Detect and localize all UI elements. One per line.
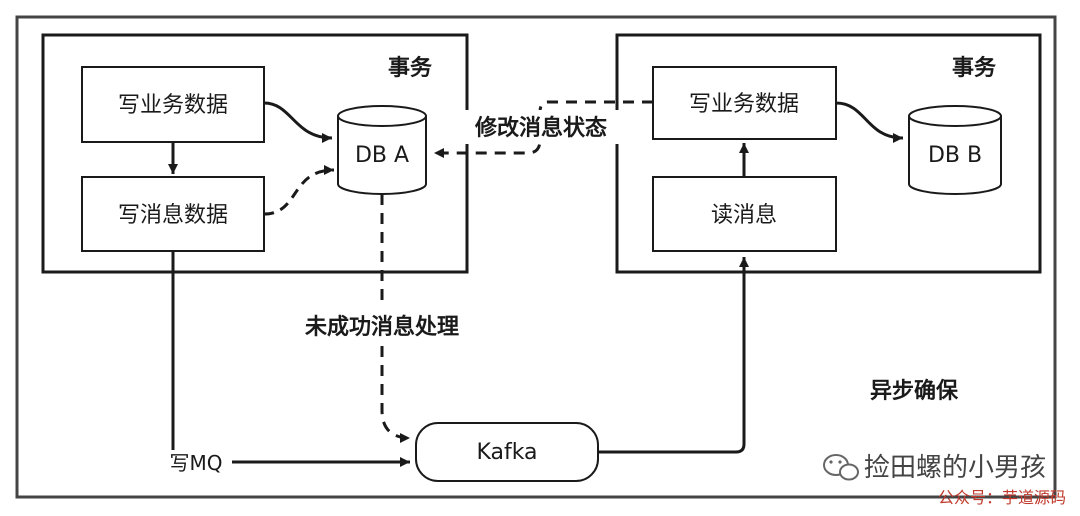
edge-message-to-db-a: [263, 165, 335, 216]
watermark-subtitle: 公众号：芋道源码: [938, 488, 1066, 507]
wechat-icon: [823, 454, 859, 481]
left-transaction-title: 事务: [388, 55, 433, 81]
edge-write-mq: [171, 251, 410, 467]
kafka-label: Kafka: [476, 440, 537, 465]
right-write-business-label: 写业务数据: [689, 92, 799, 117]
right-transaction-title: 事务: [952, 55, 997, 81]
label-write-mq: 写MQ: [170, 451, 223, 475]
edge-kafka-to-read: [598, 257, 749, 454]
edge-business-to-db-b: [835, 101, 904, 143]
edge-retry-failed: [380, 194, 411, 443]
right-transaction-box: [615, 33, 1042, 274]
right-read-message-box: [652, 176, 837, 252]
left-write-message-label: 写消息数据: [118, 203, 228, 228]
db-b-cylinder: [908, 105, 1002, 195]
db-a-label: DB A: [355, 143, 409, 168]
left-write-business-box: [81, 66, 265, 143]
right-read-message-label: 读消息: [711, 203, 777, 228]
left-write-business-label: 写业务数据: [118, 93, 228, 118]
db-b-label: DB B: [928, 143, 982, 168]
watermark-account-name: 捡田螺的小男孩: [864, 453, 1046, 483]
outer-frame: [15, 15, 1057, 499]
label-retry-failed: 未成功消息处理: [305, 314, 459, 340]
db-a-cylinder: [337, 105, 427, 195]
edge-business-to-db-a: [263, 101, 333, 143]
label-update-status: 修改消息状态: [474, 115, 607, 141]
label-async-guarantee: 异步确保: [870, 378, 959, 404]
